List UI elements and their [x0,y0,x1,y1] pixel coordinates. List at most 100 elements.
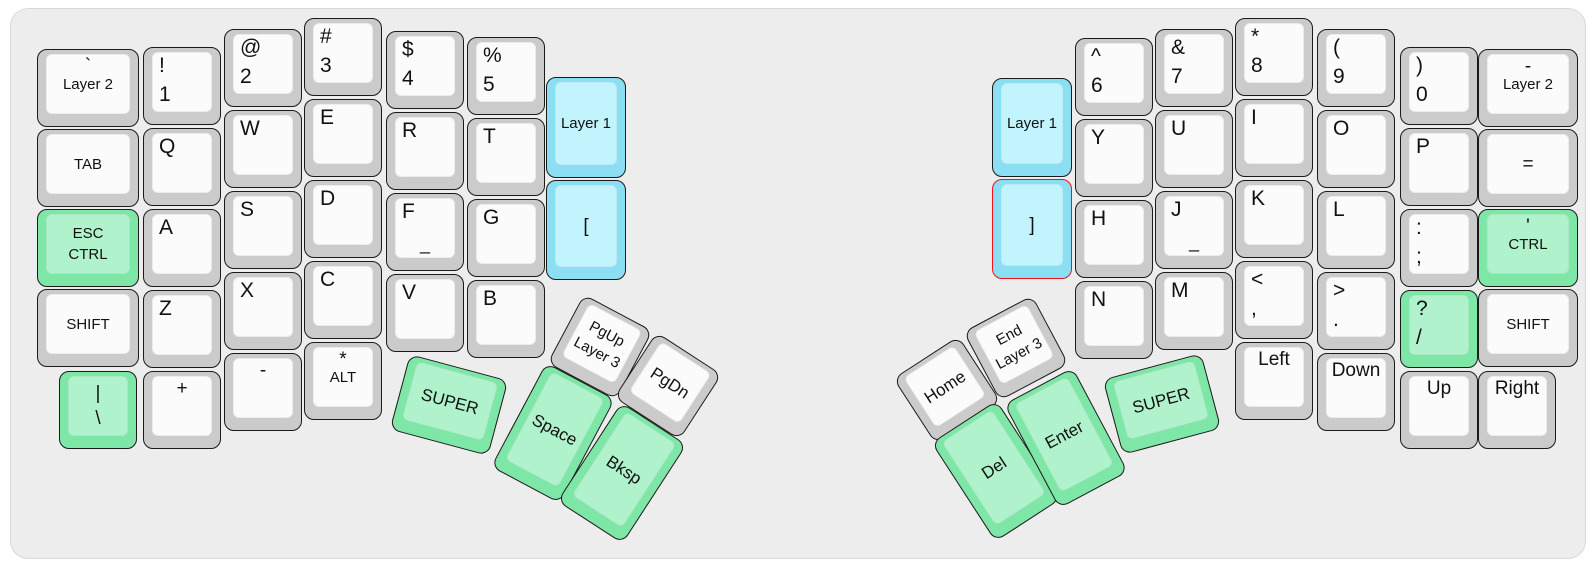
key-c[interactable]: C [304,261,382,339]
keycap-face: + [152,376,212,436]
key-legend: C [320,268,336,291]
key-legend: : [1416,216,1422,239]
key-tab[interactable]: TAB [37,129,139,207]
keycap-face: Right [1487,376,1547,436]
key-l[interactable]: L [1317,191,1395,269]
key-h[interactable]: H [1075,200,1153,278]
keycap-face: G [476,204,536,264]
keycap-face: V [395,279,455,339]
key-legend: R [402,119,418,142]
key-o[interactable]: O [1317,110,1395,188]
key-minus-layer2[interactable]: -Layer 2 [1478,49,1578,127]
key-equals[interactable]: = [1478,129,1578,207]
key-n[interactable]: N [1075,281,1153,359]
key-j[interactable]: J_ [1155,191,1233,269]
key-legend: Down [1331,360,1381,381]
key-legend: Layer 1 [560,115,612,132]
key-up[interactable]: Up [1400,371,1478,449]
key-d[interactable]: D [304,180,382,258]
key-legend: ^ [1091,45,1101,68]
key-pipe-backslash[interactable]: | \ [59,371,137,449]
keycap-face: T [476,123,536,183]
key-rbracket[interactable]: ] [992,179,1072,279]
key-legend: V [402,281,417,304]
key-7[interactable]: &7 [1155,29,1233,107]
key-legend: Right [1494,378,1540,399]
key-plus[interactable]: + [143,371,221,449]
key-v[interactable]: V [386,274,464,352]
key-minus[interactable]: - [224,353,302,431]
key-r[interactable]: R [386,112,464,190]
key-e[interactable]: E [304,99,382,177]
key-alt[interactable]: *ALT [304,342,382,420]
key-a[interactable]: A [143,209,221,287]
keycap-face: P [1409,133,1469,193]
key-down[interactable]: Down [1317,353,1395,431]
keycap-face: SUPER [401,361,499,441]
key-layer1-left[interactable]: Layer 1 [546,77,626,178]
key-legend: Y [1091,126,1106,149]
key-slash[interactable]: ?/ [1400,290,1478,368]
key-left[interactable]: Left [1235,342,1313,420]
key-shift-left[interactable]: SHIFT [37,289,139,367]
key-8[interactable]: *8 [1235,18,1313,96]
key-lbracket[interactable]: [ [546,180,626,280]
key-q[interactable]: Q [143,128,221,206]
key-f[interactable]: F_ [386,193,464,271]
key-4[interactable]: $4 [386,31,464,109]
key-legend: # [320,25,332,48]
keycap-face: F_ [395,198,455,258]
key-z[interactable]: Z [143,290,221,368]
key-g[interactable]: G [467,199,545,277]
key-legend: - [1524,56,1532,77]
key-right[interactable]: Right [1478,371,1556,449]
keycap-face: -Layer 2 [1487,54,1569,114]
key-legend: SUPER [419,384,481,418]
key-legend: Layer 1 [1006,115,1058,132]
key-b[interactable]: B [467,280,545,358]
keycap-face: J_ [1164,196,1224,256]
key-3[interactable]: #3 [304,18,382,96]
key-5[interactable]: %5 [467,37,545,115]
key-legend: B [483,287,498,310]
key-x[interactable]: X [224,272,302,350]
key-quote-ctrl[interactable]: 'CTRL [1478,209,1578,287]
key-period[interactable]: >. [1317,272,1395,350]
key-2[interactable]: @2 [224,29,302,107]
key-esc-ctrl[interactable]: ESC CTRL [37,209,139,287]
key-shift-right[interactable]: SHIFT [1478,289,1578,367]
key-legend: SUPER [1130,383,1192,417]
key-p[interactable]: P [1400,128,1478,206]
key-legend: = [1522,153,1534,175]
key-legend: ALT [329,368,357,386]
key-legend: ] [1029,214,1035,236]
key-layer1-right[interactable]: Layer 1 [992,78,1072,177]
keycap-face: S [233,196,293,256]
key-legend: 0 [1416,83,1428,107]
key-k[interactable]: K [1235,180,1313,258]
key-legend: 1 [159,83,171,107]
keycap-face: H [1084,205,1144,265]
key-comma[interactable]: <, [1235,261,1313,339]
keycap-face: SUPER [1112,360,1210,440]
key-0[interactable]: )0 [1400,47,1478,125]
key-grave-layer2[interactable]: `Layer 2 [37,49,139,127]
key-u[interactable]: U [1155,110,1233,188]
key-semicolon[interactable]: :; [1400,209,1478,287]
key-6[interactable]: ^6 [1075,38,1153,116]
key-9[interactable]: (9 [1317,29,1395,107]
key-legend: E [320,106,335,129]
key-s[interactable]: S [224,191,302,269]
key-legend: A [159,216,174,239]
key-y[interactable]: Y [1075,119,1153,197]
keycap-face: W [233,115,293,175]
key-legend: | \ [95,383,101,429]
key-legend: $ [402,38,414,61]
key-legend: ESC CTRL [68,225,108,263]
key-t[interactable]: T [467,118,545,196]
key-w[interactable]: W [224,110,302,188]
key-i[interactable]: I [1235,99,1313,177]
key-1[interactable]: !1 [143,47,221,125]
key-m[interactable]: M [1155,272,1233,350]
key-legend: SHIFT [66,315,110,333]
